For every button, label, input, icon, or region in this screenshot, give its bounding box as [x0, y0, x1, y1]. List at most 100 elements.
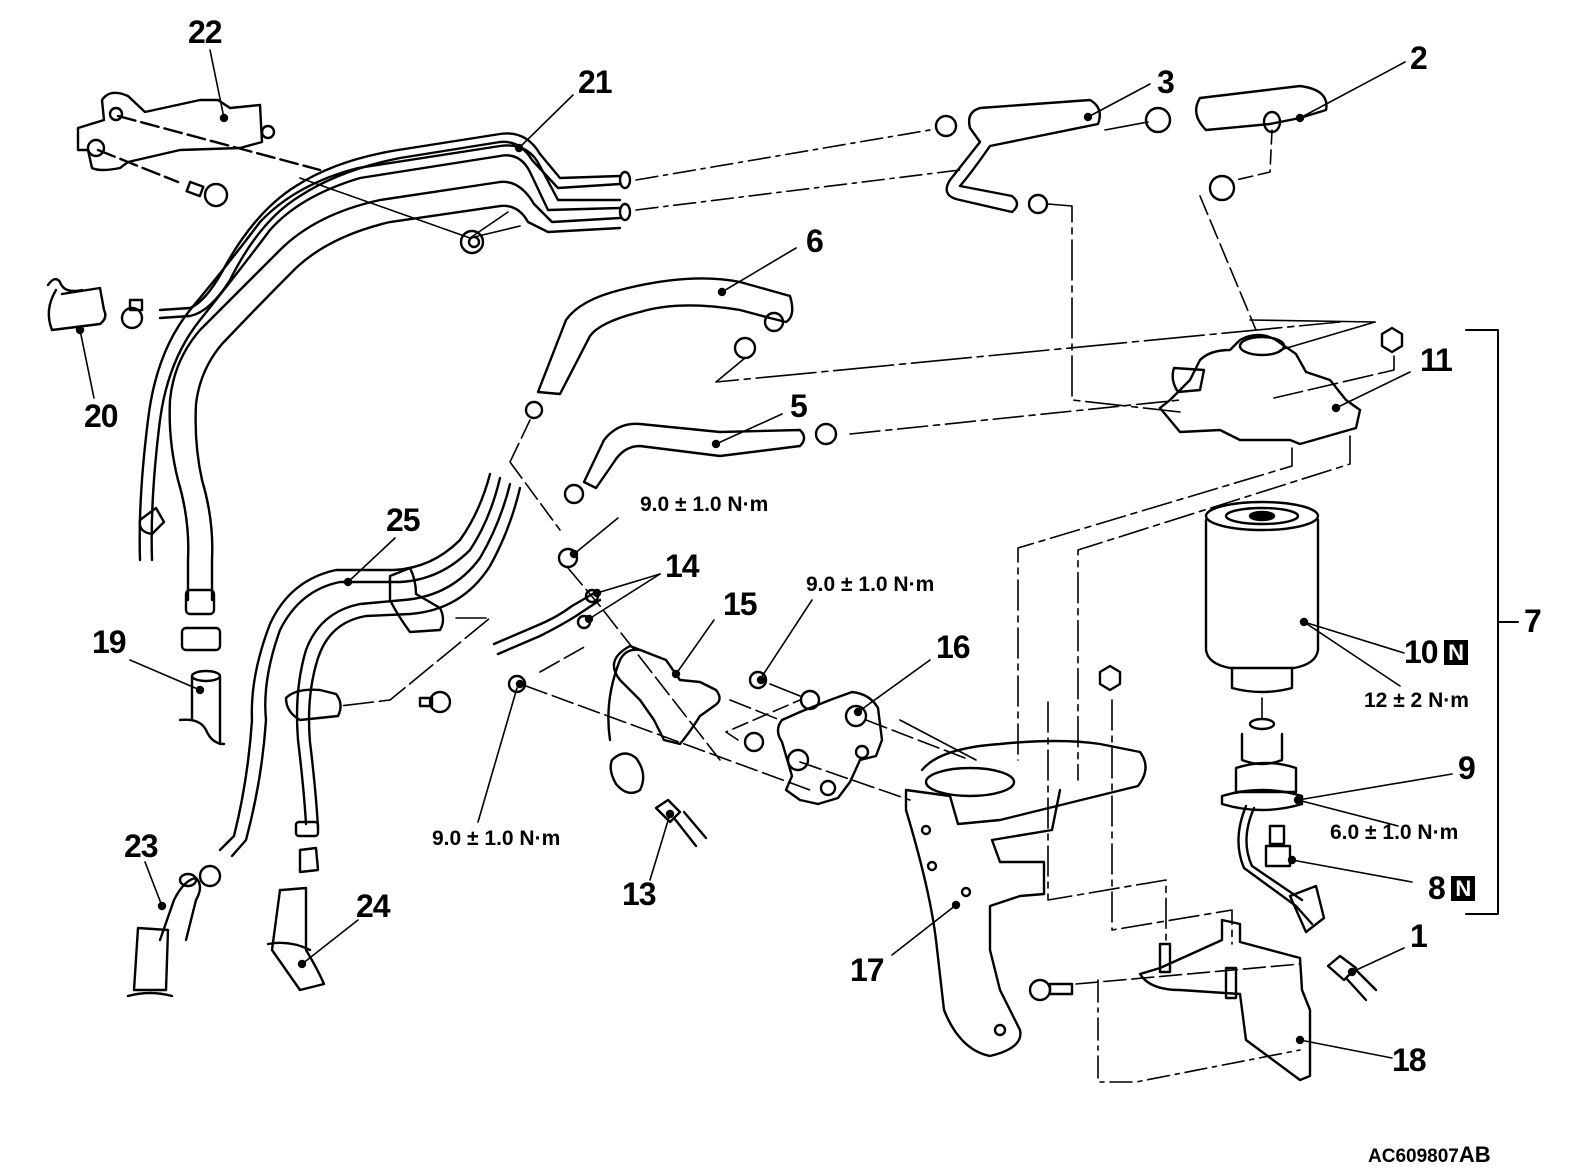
callout-11: 11 — [1420, 342, 1453, 378]
nut-icon — [1380, 326, 1404, 354]
washer-icon — [743, 689, 821, 753]
figure-id-suffix: AB — [1458, 1142, 1491, 1167]
leader-10 — [1303, 621, 1405, 654]
part-20-hose — [46, 277, 107, 335]
callout-10-number: 10 — [1404, 634, 1439, 670]
callout-8-number: 8 — [1428, 870, 1446, 906]
part-11-filter-head — [1158, 333, 1362, 446]
part-18-lower-bracket — [1138, 918, 1312, 1082]
hose-clamp-icon — [120, 298, 144, 330]
leader-16 — [857, 659, 931, 713]
torque-spec-lower-left: 9.0 ± 1.0 N·m — [432, 827, 561, 850]
part-8-sensor-plug — [1264, 824, 1297, 868]
callout-1: 1 — [1410, 918, 1428, 954]
leader-11 — [1335, 371, 1411, 409]
hose-clamp-icon — [198, 846, 320, 888]
leader-torque-mid — [760, 599, 813, 679]
leader-10-torque — [1303, 621, 1401, 687]
part-21-fuel-pipes — [138, 132, 632, 616]
leader-18 — [1299, 1039, 1393, 1059]
nut-icon — [459, 229, 485, 255]
nut-icon — [507, 674, 527, 694]
part-23-hose-end — [126, 872, 202, 998]
part-25-fuel-pipes — [218, 472, 522, 858]
leader-3 — [1087, 83, 1151, 118]
bolt-icon — [418, 690, 452, 714]
leader-20 — [79, 329, 95, 399]
hose-clamp-icon — [1208, 174, 1236, 202]
leader-15 — [675, 619, 715, 675]
leader-17 — [891, 904, 957, 956]
part-9-water-level-sensor — [1220, 717, 1326, 934]
callout-19: 19 — [92, 624, 127, 660]
part-14-harness-terminals — [492, 547, 602, 656]
part-16-bracket — [776, 690, 884, 806]
part-5-hose — [582, 422, 806, 490]
part-17-mounting-bracket — [904, 739, 1147, 1058]
leader-9 — [1297, 773, 1453, 801]
callout-2: 2 — [1410, 40, 1428, 76]
clip-icon — [138, 506, 166, 536]
part-2-hose — [1194, 84, 1328, 134]
leader-19 — [129, 659, 201, 691]
group-7-bracket — [1465, 329, 1499, 915]
callout-23: 23 — [124, 828, 159, 864]
figure-id-main: AC609807 — [1368, 1146, 1459, 1167]
torque-spec-filter: 12 ± 2 N·m — [1364, 689, 1469, 712]
leader-5 — [715, 413, 783, 445]
leader-23 — [144, 861, 163, 907]
leader-14b — [588, 573, 661, 620]
callout-16: 16 — [936, 629, 971, 665]
callout-6: 6 — [806, 223, 824, 259]
callout-21: 21 — [578, 64, 613, 100]
non-reusable-badge: N — [1443, 640, 1468, 665]
leader-25 — [347, 537, 396, 583]
leader-torque-lower-left — [477, 687, 518, 823]
hose-clamp-icon — [563, 422, 838, 505]
leader-9-torque — [1297, 799, 1399, 827]
part-3-hose — [945, 98, 1101, 214]
callout-9: 9 — [1458, 750, 1476, 786]
leader-13 — [649, 813, 671, 881]
callout-7: 7 — [1524, 603, 1542, 639]
callout-13: 13 — [622, 876, 657, 912]
nut-icon — [1098, 664, 1122, 692]
bolt-icon — [185, 180, 229, 208]
part-6-hose — [536, 277, 794, 396]
callout-14: 14 — [665, 548, 700, 584]
callout-22: 22 — [188, 14, 223, 50]
callout-15: 15 — [723, 586, 758, 622]
leader-24 — [301, 919, 359, 965]
leader-1 — [1351, 947, 1405, 973]
callout-18: 18 — [1392, 1042, 1427, 1078]
callout-17: 17 — [850, 952, 885, 988]
hose-clamp-icon — [934, 106, 1172, 215]
callout-25: 25 — [386, 502, 421, 538]
torque-spec-sensor: 6.0 ± 1.0 N·m — [1330, 821, 1459, 844]
callout-24: 24 — [356, 888, 391, 924]
part-24-hose-end — [266, 886, 326, 992]
torque-spec-mid: 9.0 ± 1.0 N·m — [806, 573, 935, 596]
non-reusable-badge: N — [1450, 876, 1475, 901]
leader-2 — [1299, 61, 1406, 119]
part-13-connector — [654, 798, 708, 848]
figure-id: AC609807AB — [1368, 1142, 1491, 1168]
leader-8 — [1291, 859, 1413, 883]
part-15-relay — [607, 644, 721, 795]
part-1-connector — [1326, 954, 1378, 1002]
bolt-icon — [1028, 978, 1074, 1002]
part-10-fuel-filter — [1204, 500, 1320, 694]
callout-3: 3 — [1157, 64, 1175, 100]
torque-spec-upper: 9.0 ± 1.0 N·m — [640, 493, 769, 516]
leader-22 — [209, 49, 225, 119]
leader-6 — [721, 247, 797, 293]
leader-torque-upper — [573, 517, 619, 555]
part-19-hose-end — [178, 626, 226, 746]
callout-20: 20 — [84, 398, 119, 434]
callout-5: 5 — [790, 388, 808, 424]
leader-14a — [596, 573, 661, 594]
part-22-bracket — [76, 91, 322, 184]
